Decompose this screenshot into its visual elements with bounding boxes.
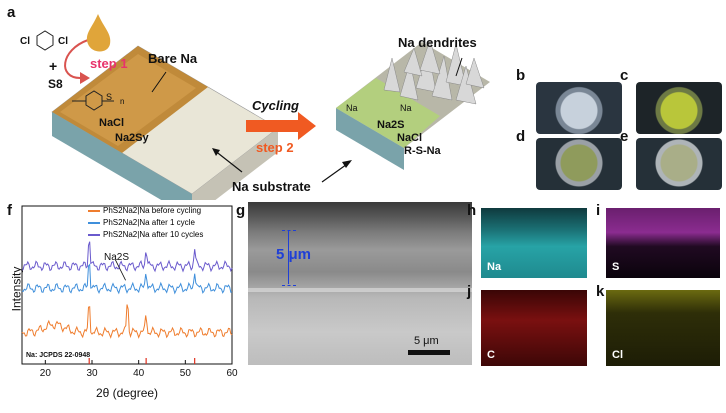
panel-h-label: h [467, 202, 477, 219]
legend-entry-0: PhS2Na2|Na before cycling [88, 205, 203, 217]
panel-k-label: k [596, 283, 605, 300]
na-dendrites-label: Na dendrites [398, 35, 477, 50]
xrd-xtick-label-0: 20 [40, 368, 52, 379]
photo-e [636, 138, 722, 190]
legend-entry-2: PhS2Na2|Na after 10 cycles [88, 229, 203, 241]
sem-image: 5 μm 5 μm [248, 202, 472, 365]
scale-label: 5 μm [414, 335, 439, 347]
xrd-ylabel: Intensity [9, 266, 24, 312]
n-label-left: n [120, 97, 125, 106]
bare-na-label: Bare Na [148, 51, 198, 66]
nacl-right-label: NaCl [397, 132, 423, 144]
legend-entry-1: PhS2Na2|Na after 1 cycle [88, 217, 203, 229]
xrd-series-0 [21, 304, 233, 339]
na-label-right-b: Na [400, 103, 412, 113]
step2-label: step 2 [256, 140, 294, 155]
map-cl-label: Cl [612, 349, 623, 361]
xrd-series-2 [21, 241, 233, 273]
xrd-legend: PhS2Na2|Na before cycling PhS2Na2|Na aft… [88, 205, 203, 241]
xrd-frame [21, 205, 233, 365]
legend-label-2: PhS2Na2|Na after 10 cycles [103, 230, 204, 239]
step1-label: step 1 [90, 56, 128, 71]
plus-sign: + [49, 58, 58, 74]
xrd-xtick-label-2: 40 [133, 368, 145, 379]
thickness-label: 5 μm [276, 246, 312, 263]
na2sy-label: Na2Sy [115, 132, 149, 144]
map-cl: Cl [606, 290, 720, 366]
na-substrate-label: Na substrate [232, 179, 311, 194]
xrd-chart: 20 30 40 50 60 [21, 205, 238, 379]
map-s: S [606, 208, 720, 278]
panel-a-label: a [7, 4, 16, 21]
jcpds-label: Na: JCPDS 22-0948 [26, 352, 91, 359]
xrd-xtick-label-3: 50 [180, 368, 192, 379]
map-c-label: C [487, 349, 495, 361]
xrd-xlabel: 2θ (degree) [96, 386, 159, 400]
map-s-label: S [612, 261, 620, 273]
map-na: Na [481, 208, 587, 278]
xrd-xtick-label-4: 60 [226, 368, 238, 379]
legend-label-1: PhS2Na2|Na after 1 cycle [103, 218, 195, 227]
map-c: C [481, 290, 587, 366]
panel-f-label: f [7, 202, 12, 219]
photo-c [636, 82, 722, 134]
panel-d-label: d [516, 128, 526, 145]
rsna-label: R-S-Na [404, 145, 441, 157]
photo-d [536, 138, 622, 190]
thickness-bracket [282, 230, 296, 286]
na2s-arrow [114, 259, 126, 281]
panel-e-label: e [620, 128, 629, 145]
panel-c-label: c [620, 67, 629, 84]
sulfur-label-left: S [106, 92, 113, 102]
map-na-label: Na [487, 261, 502, 273]
scale-bar [408, 350, 450, 355]
xrd-xtick-label-1: 30 [86, 368, 98, 379]
na2s-peak-label: Na2S [104, 252, 130, 263]
na2s-label: Na2S [377, 119, 405, 131]
cycling-label: Cycling [252, 98, 299, 113]
s8-label: S8 [48, 77, 63, 91]
cl-label-right: Cl [58, 36, 68, 47]
legend-label-0: PhS2Na2|Na before cycling [103, 206, 202, 215]
panel-j-label: j [467, 283, 472, 300]
panel-a-illustration [36, 14, 490, 200]
photo-b [536, 82, 622, 134]
xrd-series-1 [21, 263, 233, 295]
panel-i-label: i [596, 202, 601, 219]
na-label-right-a: Na [346, 103, 358, 113]
panel-b-label: b [516, 67, 526, 84]
panel-g-label: g [236, 202, 246, 219]
nacl-left-label: NaCl [99, 117, 125, 129]
cl-label-left: Cl [20, 36, 30, 47]
